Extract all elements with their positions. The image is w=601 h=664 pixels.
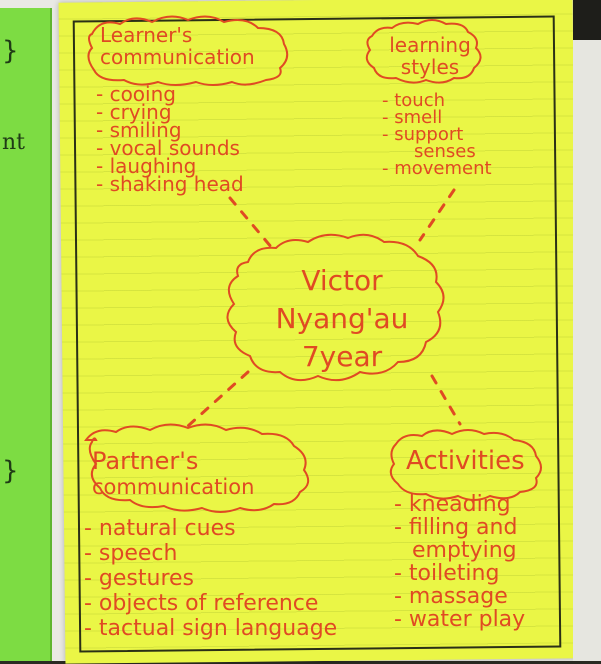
list-item: - filling and xyxy=(394,515,518,540)
list-item: - touch xyxy=(382,90,445,111)
list-item: - water play xyxy=(394,607,526,632)
activities-list: - kneading - filling and emptying - toil… xyxy=(394,494,525,632)
partners-communication-list: - natural cues - speech - gestures - obj… xyxy=(84,518,337,643)
learning-styles-title: learning styles xyxy=(389,33,471,79)
list-item: - kneading xyxy=(394,492,511,517)
list-item: emptying xyxy=(412,538,517,563)
cloud-learning-styles xyxy=(365,19,482,84)
learning-styles-list: - touch - smell - support senses - movem… xyxy=(382,90,492,179)
activities-title: Activities xyxy=(406,446,525,476)
cloud-activities xyxy=(389,429,542,501)
list-item: - objects of reference xyxy=(84,591,319,616)
cloud-learners-communication xyxy=(87,15,289,86)
list-item: - cooing xyxy=(96,82,176,106)
list-item: - support xyxy=(382,124,464,145)
cloud-center xyxy=(226,233,445,382)
right-wall-edge xyxy=(573,0,601,661)
connector-top-right xyxy=(418,188,456,242)
list-item: - gestures xyxy=(84,566,195,591)
connector-bottom-left xyxy=(186,370,250,428)
learners-communication-list: - cooing - crying - smiling - vocal soun… xyxy=(96,82,244,196)
partners-communication-title: Partner's communication xyxy=(92,447,255,499)
learner-name: Victor Nyang'au 7year xyxy=(275,264,409,373)
list-item: - toileting xyxy=(394,561,500,586)
list-item: - shaking head xyxy=(96,172,244,196)
list-item: - crying xyxy=(96,100,172,124)
list-item: - smiling xyxy=(96,118,182,142)
list-item: - speech xyxy=(84,541,178,566)
brace-mark: } xyxy=(2,456,19,486)
brace-mark: } xyxy=(2,36,19,66)
connector-bottom-right xyxy=(430,374,462,426)
list-item: - natural cues xyxy=(84,516,236,541)
list-item: senses xyxy=(414,141,476,162)
list-item: - vocal sounds xyxy=(96,136,240,160)
list-item: - movement xyxy=(382,158,492,179)
left-green-poster: } nt } xyxy=(0,8,52,661)
connector-top-left xyxy=(228,196,274,250)
list-item: - tactual sign language xyxy=(84,616,338,641)
list-item: - laughing xyxy=(96,154,197,178)
list-item: - smell xyxy=(382,107,443,128)
cloud-partners-communication xyxy=(84,423,310,513)
learners-communication-title: Learner's communication xyxy=(100,23,255,69)
list-item: - massage xyxy=(394,584,508,609)
left-poster-text: nt xyxy=(2,130,26,155)
